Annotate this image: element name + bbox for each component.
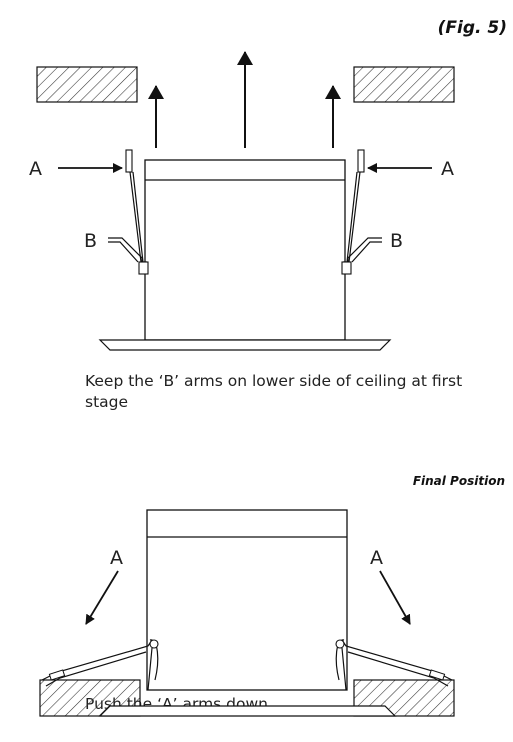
arrow-a-bottom-left: [85, 570, 119, 625]
label-a-right-bottom: A: [370, 547, 383, 569]
arrow-a-bottom-right: [379, 570, 411, 625]
spring-arm-left: [108, 149, 149, 275]
trim-flange-bottom: [98, 705, 397, 717]
fixture-body-bottom: [146, 509, 348, 691]
spring-arm-bottom-right: [335, 639, 453, 691]
fixture-body-top: [144, 159, 346, 341]
figure-number: (Fig. 5): [437, 18, 507, 38]
label-a-left-top: A: [29, 158, 42, 180]
label-a-left-bottom: A: [110, 547, 123, 569]
ceiling-block-left: [36, 66, 138, 103]
caption-first-stage: Keep the ‘B’ arms on lower side of ceili…: [85, 372, 463, 411]
top-diagram: A A B B: [29, 51, 455, 351]
ceiling-block-right: [353, 66, 455, 103]
final-position-label: Final Position: [412, 474, 505, 488]
trim-flange-top: [98, 339, 392, 351]
spring-arm-bottom-left: [41, 639, 159, 691]
label-a-right-top: A: [441, 158, 454, 180]
bottom-diagram: A A: [39, 509, 455, 717]
spring-arm-right: [341, 149, 382, 275]
label-b-right: B: [390, 230, 403, 252]
label-b-left: B: [84, 230, 97, 252]
